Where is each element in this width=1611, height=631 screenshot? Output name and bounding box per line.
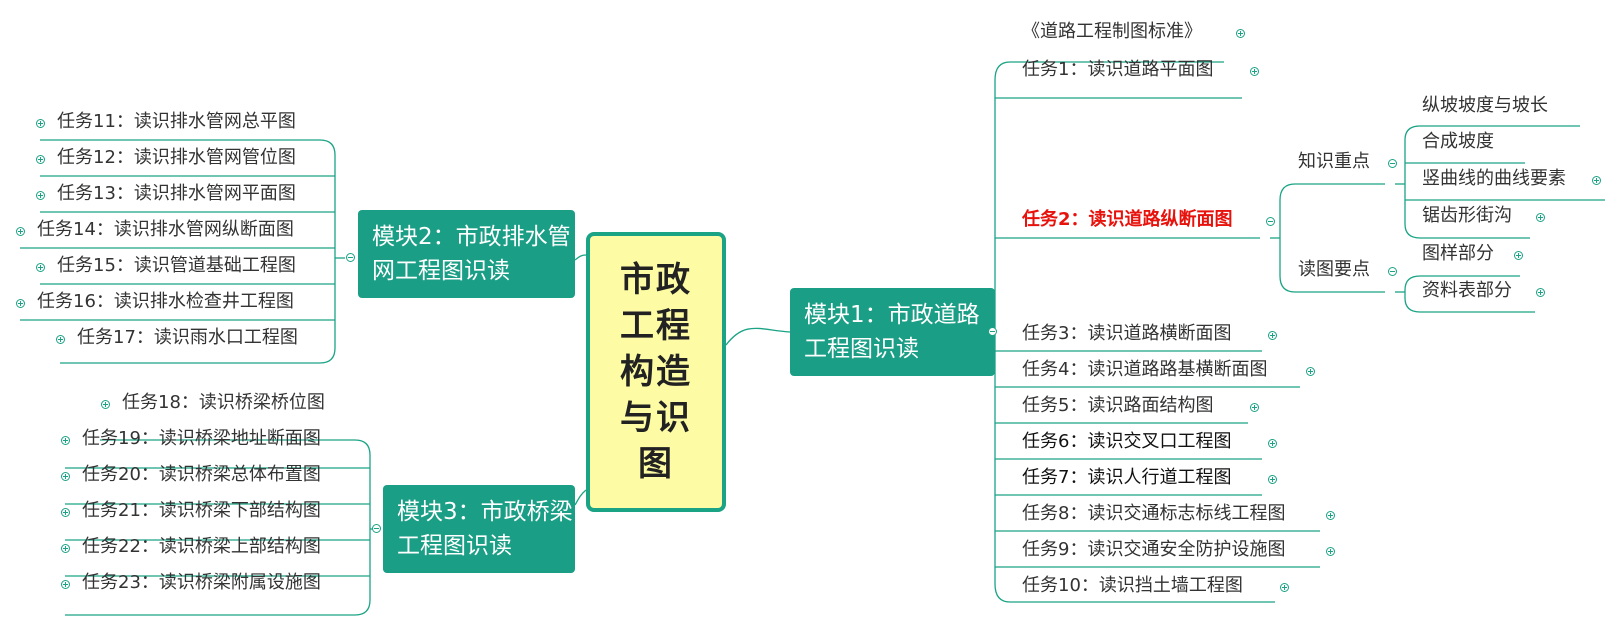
module-3-node[interactable]: 模块3：市政桥梁工程图识读 — [383, 485, 575, 573]
topic-task-6[interactable]: 任务6：读识交叉口工程图 — [1022, 431, 1232, 452]
expand-toggle-icon[interactable] — [36, 155, 45, 164]
root-topic[interactable]: 市政工程构造与识图 — [586, 232, 726, 512]
topic-task-10[interactable]: 任务10：读识挡土墙工程图 — [1022, 575, 1243, 596]
expand-toggle-icon[interactable] — [61, 472, 70, 481]
expand-toggle-icon[interactable] — [1592, 176, 1601, 185]
topic-task-20[interactable]: 任务20：读识桥梁总体布置图 — [82, 464, 321, 485]
module-2-label: 模块2：市政排水管网工程图识读 — [372, 224, 571, 284]
expand-toggle-icon[interactable] — [61, 580, 70, 589]
topic-data-table-section[interactable]: 资料表部分 — [1422, 280, 1512, 301]
expand-toggle-icon[interactable] — [61, 544, 70, 553]
expand-toggle-icon[interactable] — [1280, 583, 1289, 592]
expand-toggle-icon[interactable] — [61, 436, 70, 445]
module-1-label: 模块1：市政道路工程图识读 — [804, 302, 980, 362]
topic-knowledge-points[interactable]: 知识重点 — [1298, 151, 1370, 172]
expand-toggle-icon[interactable] — [56, 335, 65, 344]
topic-task-16[interactable]: 任务16：读识排水检查井工程图 — [37, 291, 294, 312]
topic-task-11[interactable]: 任务11：读识排水管网总平图 — [57, 111, 296, 132]
expand-toggle-icon[interactable] — [1306, 367, 1315, 376]
expand-toggle-icon[interactable] — [1268, 439, 1277, 448]
topic-task-4[interactable]: 任务4：读识道路路基横断面图 — [1022, 359, 1268, 380]
module-2-node[interactable]: 模块2：市政排水管网工程图识读 — [358, 210, 575, 298]
expand-toggle-icon[interactable] — [1326, 511, 1335, 520]
topic-task-7[interactable]: 任务7：读识人行道工程图 — [1022, 467, 1232, 488]
topic-task-9[interactable]: 任务9：读识交通安全防护设施图 — [1022, 539, 1286, 560]
topic-task-13[interactable]: 任务13：读识排水管网平面图 — [57, 183, 296, 204]
collapse-toggle-icon[interactable] — [988, 327, 997, 336]
topic-task-12[interactable]: 任务12：读识排水管网管位图 — [57, 147, 296, 168]
topic-task-15[interactable]: 任务15：读识管道基础工程图 — [57, 255, 296, 276]
topic-gradient-length[interactable]: 纵坡坡度与坡长 — [1422, 95, 1548, 116]
topic-task-17[interactable]: 任务17：读识雨水口工程图 — [77, 327, 298, 348]
expand-toggle-icon[interactable] — [1326, 547, 1335, 556]
topic-task-18[interactable]: 任务18：读识桥梁桥位图 — [122, 392, 325, 413]
expand-toggle-icon[interactable] — [36, 119, 45, 128]
expand-toggle-icon[interactable] — [1536, 288, 1545, 297]
topic-task-8[interactable]: 任务8：读识交通标志标线工程图 — [1022, 503, 1286, 524]
topic-task-22[interactable]: 任务22：读识桥梁上部结构图 — [82, 536, 321, 557]
expand-toggle-icon[interactable] — [1250, 403, 1259, 412]
root-topic-label: 市政工程构造与识图 — [620, 260, 692, 484]
expand-toggle-icon[interactable] — [36, 191, 45, 200]
expand-toggle-icon[interactable] — [1268, 331, 1277, 340]
collapse-toggle-icon[interactable] — [1388, 267, 1397, 276]
expand-toggle-icon[interactable] — [61, 508, 70, 517]
topic-combined-gradient[interactable]: 合成坡度 — [1422, 131, 1494, 152]
expand-toggle-icon[interactable] — [1268, 475, 1277, 484]
expand-toggle-icon[interactable] — [16, 227, 25, 236]
expand-toggle-icon[interactable] — [16, 299, 25, 308]
topic-task-21[interactable]: 任务21：读识桥梁下部结构图 — [82, 500, 321, 521]
collapse-toggle-icon[interactable] — [346, 253, 355, 262]
topic-task-3[interactable]: 任务3：读识道路横断面图 — [1022, 323, 1232, 344]
module-1-node[interactable]: 模块1：市政道路工程图识读 — [790, 288, 995, 376]
module-3-label: 模块3：市政桥梁工程图识读 — [397, 499, 573, 559]
expand-toggle-icon[interactable] — [1514, 251, 1523, 260]
expand-toggle-icon[interactable] — [36, 263, 45, 272]
expand-toggle-icon[interactable] — [1236, 29, 1245, 38]
topic-reading-points[interactable]: 读图要点 — [1298, 259, 1370, 280]
topic-vertical-curve[interactable]: 竖曲线的曲线要素 — [1422, 168, 1566, 189]
topic-task-19[interactable]: 任务19：读识桥梁地址断面图 — [82, 428, 321, 449]
topic-drawing-section[interactable]: 图样部分 — [1422, 243, 1494, 264]
expand-toggle-icon[interactable] — [1250, 67, 1259, 76]
topic-task-2[interactable]: 任务2：读识道路纵断面图 — [1022, 209, 1233, 230]
expand-toggle-icon[interactable] — [1536, 213, 1545, 222]
topic-task-5[interactable]: 任务5：读识路面结构图 — [1022, 395, 1214, 416]
collapse-toggle-icon[interactable] — [1266, 217, 1275, 226]
collapse-toggle-icon[interactable] — [1388, 159, 1397, 168]
topic-task-23[interactable]: 任务23：读识桥梁附属设施图 — [82, 572, 321, 593]
topic-standard[interactable]: 《道路工程制图标准》 — [1022, 21, 1202, 42]
topic-task-14[interactable]: 任务14：读识排水管网纵断面图 — [37, 219, 294, 240]
collapse-toggle-icon[interactable] — [372, 524, 381, 533]
expand-toggle-icon[interactable] — [101, 400, 110, 409]
topic-sawtooth-gutter[interactable]: 锯齿形街沟 — [1422, 205, 1512, 226]
topic-task-1[interactable]: 任务1：读识道路平面图 — [1022, 59, 1214, 80]
